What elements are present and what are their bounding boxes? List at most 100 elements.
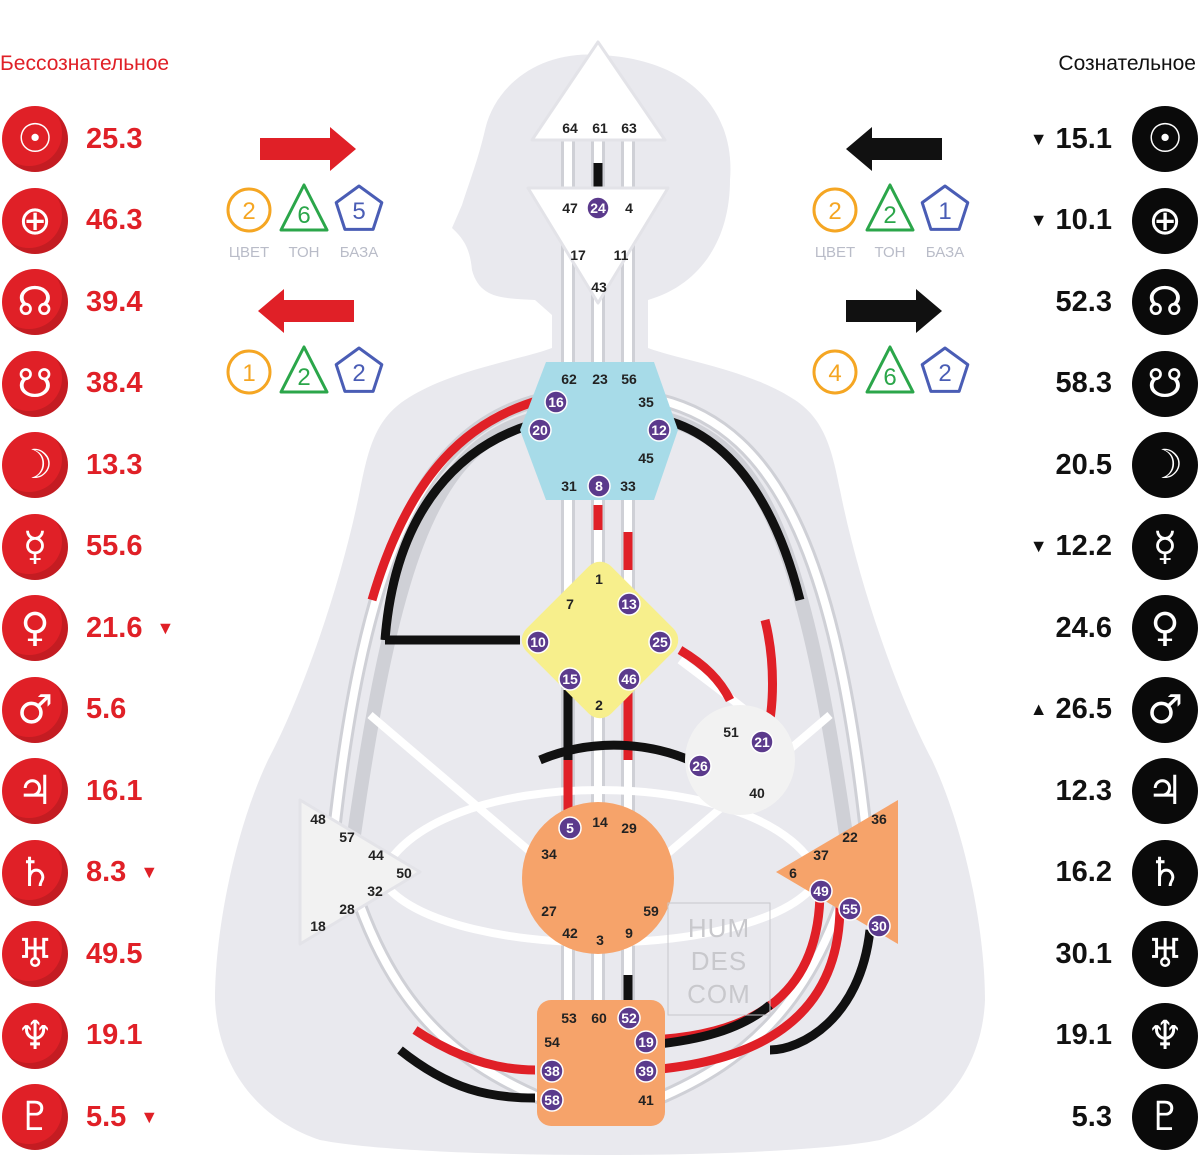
gate-number: 43: [591, 279, 607, 295]
gate-number: 58: [544, 1092, 560, 1108]
variable-base-value: 2: [352, 360, 365, 387]
gate-number: 34: [541, 846, 557, 862]
planet-gate-value: 16.1: [86, 774, 143, 807]
active-gate-marker: [528, 418, 552, 442]
moon-icon: ☽: [1132, 432, 1198, 498]
fixing-mark-icon: ▲: [1029, 699, 1048, 719]
planet-gate-value: 19.1: [1055, 1019, 1112, 1051]
variable-base-value: 2: [938, 360, 951, 387]
color-label: ЦВЕТ: [815, 244, 855, 261]
gate-number: 16: [548, 394, 564, 410]
gate-number: 25: [652, 634, 668, 650]
planet-gate-value: 19.1: [86, 1019, 143, 1051]
base-pentagon-icon: [334, 184, 384, 231]
active-gate-marker: [838, 897, 862, 921]
planet-gate-value: 24.6: [1055, 611, 1112, 644]
planet-gate-value: 5.5: [86, 1100, 127, 1133]
gate-number: 30: [871, 918, 887, 934]
conscious-row: 12.3♃: [1048, 756, 1198, 826]
planet-gate-value: 39.4: [86, 285, 143, 318]
planet-gate-value: 13.3: [86, 448, 143, 481]
base-pentagon-icon: [920, 184, 970, 231]
gate-number: 57: [339, 829, 355, 845]
planet-gate-value: 49.5: [86, 937, 143, 970]
conscious-row: 52.3☊: [1048, 267, 1198, 337]
active-gate-marker: [544, 390, 568, 414]
gate-number: 55: [842, 901, 858, 917]
arrow-right-black-icon: [846, 289, 942, 333]
gate-number: 23: [592, 371, 608, 387]
active-gate-marker: [617, 667, 641, 691]
active-gate-marker: [634, 1059, 658, 1083]
gate-number: 27: [541, 903, 557, 919]
conscious-row: 16.2♄: [1048, 838, 1198, 908]
active-gate-marker: [587, 474, 611, 498]
gate-number: 48: [310, 811, 326, 827]
unconscious-title: Бессознательное: [0, 52, 170, 75]
planet-gate-value: 16.2: [1055, 856, 1112, 888]
gate-number: 42: [562, 925, 578, 941]
head-center: [530, 40, 667, 142]
gate-number: 36: [871, 811, 887, 827]
neptune-icon: ♆: [1132, 1002, 1198, 1069]
fixing-mark-icon: ▼: [1029, 128, 1048, 149]
planet-gate-value: 20.5: [1055, 448, 1112, 481]
gate-number: 13: [621, 596, 637, 612]
sun-icon: ☉: [1132, 106, 1198, 172]
sacral-center: [522, 802, 674, 954]
north-node-icon: ☊: [2, 269, 68, 335]
sun-icon: ☉: [2, 106, 68, 172]
unconscious-row: ☽13.3: [2, 430, 156, 500]
gate-number: 10: [530, 634, 546, 650]
fixing-mark-icon: ▼: [140, 1106, 159, 1127]
active-gate-marker: [526, 630, 550, 654]
gate-number: 20: [532, 422, 548, 438]
gate-number: 24: [590, 200, 606, 216]
base-pentagon-icon: [334, 346, 384, 393]
planet-gate-value: 5.3: [1071, 1100, 1112, 1133]
active-gate-marker: [558, 816, 582, 840]
unconscious-row: ☋38.4: [2, 349, 156, 419]
gate-number: 33: [620, 478, 636, 494]
jupiter-icon: ♃: [1132, 758, 1198, 824]
planet-gate-value: 5.6: [86, 693, 127, 725]
gate-number: 21: [754, 734, 770, 750]
mars-icon: ♂: [1132, 676, 1198, 743]
active-gate-marker: [540, 1088, 564, 1112]
watermark: HUM DES COM: [667, 902, 771, 1016]
gate-number: 49: [813, 883, 829, 899]
gate-number: 52: [621, 1010, 637, 1026]
gate-number: 54: [544, 1034, 560, 1050]
color-circle-icon: [226, 187, 272, 233]
conscious-title: Сознательное: [1058, 52, 1196, 75]
unconscious-row: ♆19.1: [2, 1001, 156, 1071]
pluto-icon: ♇: [1132, 1084, 1198, 1150]
gate-number: 6: [789, 865, 797, 881]
gate-number: 9: [625, 925, 633, 941]
unconscious-row: ⊕46.3: [2, 186, 156, 256]
gate-number: 37: [813, 847, 829, 863]
gate-number: 1: [595, 571, 603, 587]
gate-number: 31: [561, 478, 577, 494]
fixing-mark-icon: ▼: [140, 862, 159, 882]
gate-number: 60: [591, 1010, 607, 1026]
gate-number: 64: [562, 120, 578, 136]
planet-gate-value: 8.3: [86, 856, 127, 888]
fixing-mark-icon: ▼: [156, 617, 175, 638]
gate-number: 14: [592, 814, 608, 830]
gate-number: 62: [561, 371, 577, 387]
tone-triangle-icon: [279, 345, 329, 394]
south-node-icon: ☋: [2, 350, 68, 417]
mercury-icon: ☿: [1132, 513, 1198, 580]
gate-number: 22: [842, 829, 858, 845]
conscious-row: 24.6♀: [1048, 593, 1198, 663]
variable-color-value: 1: [242, 360, 255, 387]
planet-gate-value: 25.3: [86, 122, 143, 155]
conscious-row: 5.3 ♇: [1064, 1082, 1198, 1152]
root-center: [537, 1000, 665, 1126]
